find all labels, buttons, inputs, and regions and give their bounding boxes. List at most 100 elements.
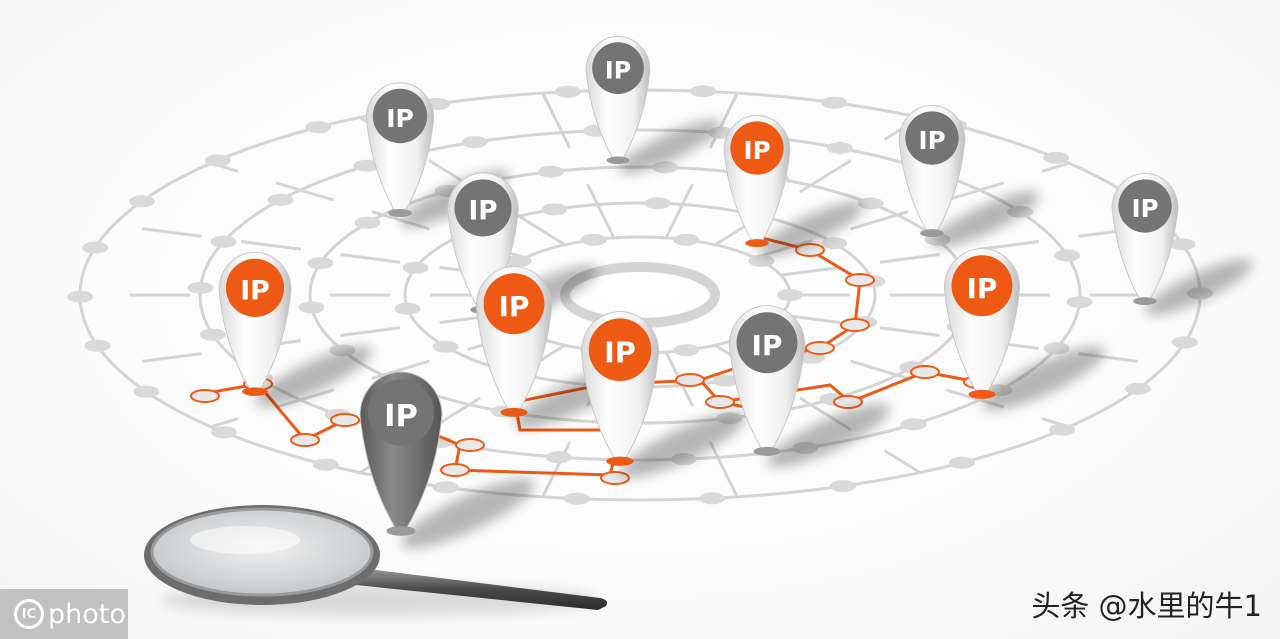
network-link	[113, 313, 500, 367]
logo-word: photo	[48, 598, 126, 630]
pin-head	[225, 258, 285, 317]
network-node	[394, 302, 421, 315]
pin-shadow	[255, 346, 373, 407]
pin-base	[606, 456, 634, 466]
network-node	[82, 241, 109, 254]
pin-head	[588, 318, 652, 381]
network-node	[699, 492, 726, 505]
network-node	[67, 290, 94, 303]
pin-shadow	[982, 346, 1105, 411]
pin-base	[920, 229, 944, 238]
network-node	[712, 374, 739, 387]
highlighted-node	[440, 463, 470, 477]
network-node	[748, 254, 775, 267]
pin-base	[386, 526, 416, 536]
pin-head	[372, 88, 428, 144]
highlighted-node	[290, 433, 320, 447]
network-node	[545, 451, 572, 464]
pin-head	[592, 42, 644, 94]
pin-label: IP	[1131, 194, 1158, 223]
network-node	[461, 136, 488, 149]
pin-label: IP	[605, 57, 631, 85]
pin-label: IP	[967, 272, 998, 305]
network-node	[644, 197, 671, 210]
network-node	[402, 261, 429, 274]
pin-shadow	[620, 412, 747, 478]
ip-pin: IP	[218, 251, 373, 407]
pin-label: IP	[240, 276, 270, 307]
ip-pin: IP	[728, 305, 890, 468]
ip-pin: IP	[723, 115, 865, 257]
pin-base	[1133, 297, 1157, 306]
highlighted-node	[833, 395, 863, 409]
network-node	[554, 85, 581, 98]
pin-label: IP	[743, 136, 770, 165]
network-node	[1043, 342, 1070, 355]
ip-pin: IP	[475, 266, 637, 429]
network-node	[821, 96, 848, 109]
network-node	[1169, 238, 1196, 251]
network-node	[1066, 296, 1093, 309]
network-nodes	[67, 85, 1213, 505]
highlighted-node	[840, 318, 870, 332]
network-node	[187, 281, 214, 294]
network-link	[664, 92, 739, 239]
network-node	[267, 193, 294, 206]
pin-shadow	[618, 119, 723, 174]
ip-pin: IP	[898, 105, 1040, 247]
highlighted-node	[455, 438, 485, 452]
pin-head	[905, 111, 959, 165]
pin-base	[388, 209, 412, 217]
network-node	[204, 154, 231, 167]
pin-base	[745, 239, 769, 248]
network-node	[353, 159, 380, 172]
network-node	[826, 142, 853, 155]
ic-photo-watermark-logo: IC photo	[0, 589, 128, 639]
network-node	[432, 481, 459, 494]
pin-head	[454, 179, 512, 237]
pin-head	[736, 312, 798, 374]
pin-label: IP	[918, 126, 945, 155]
pin-label: IP	[499, 290, 530, 323]
network-node	[1043, 151, 1070, 164]
pin-label: IP	[752, 329, 783, 362]
pin-head	[730, 121, 784, 175]
network-node	[1049, 423, 1076, 436]
ip-pin: IP	[359, 371, 535, 549]
pin-shadow	[767, 403, 890, 468]
network-node	[948, 456, 975, 469]
network-node	[312, 458, 339, 471]
network-node	[777, 289, 803, 301]
network-node	[199, 328, 226, 341]
network-node	[210, 235, 237, 248]
network-node	[900, 418, 927, 431]
network-node	[505, 254, 532, 267]
network-node	[541, 203, 568, 216]
credit-text: 头条 @水里的牛1	[1031, 589, 1262, 623]
network-node	[689, 85, 716, 98]
pin-shadow	[932, 191, 1040, 247]
network-node	[1171, 336, 1198, 349]
pin-label: IP	[384, 399, 418, 434]
network-node	[829, 480, 856, 493]
pin-shadow	[401, 478, 535, 549]
magnifying-glass-icon	[144, 505, 608, 616]
pin-base	[606, 156, 630, 165]
network-node	[564, 492, 591, 505]
network-node	[1124, 382, 1151, 395]
network-node	[1054, 249, 1081, 262]
network-node	[580, 233, 607, 246]
pin-label: IP	[604, 335, 636, 369]
network-node	[673, 344, 700, 357]
pin-base	[968, 389, 996, 399]
ip-pin: IP	[1111, 173, 1253, 315]
network-node	[432, 340, 459, 353]
ip-pin: IP	[943, 247, 1105, 411]
network-node	[210, 426, 237, 439]
pin-base	[753, 446, 781, 456]
pin-shadow	[1145, 259, 1253, 315]
highlighted-node	[330, 413, 360, 427]
